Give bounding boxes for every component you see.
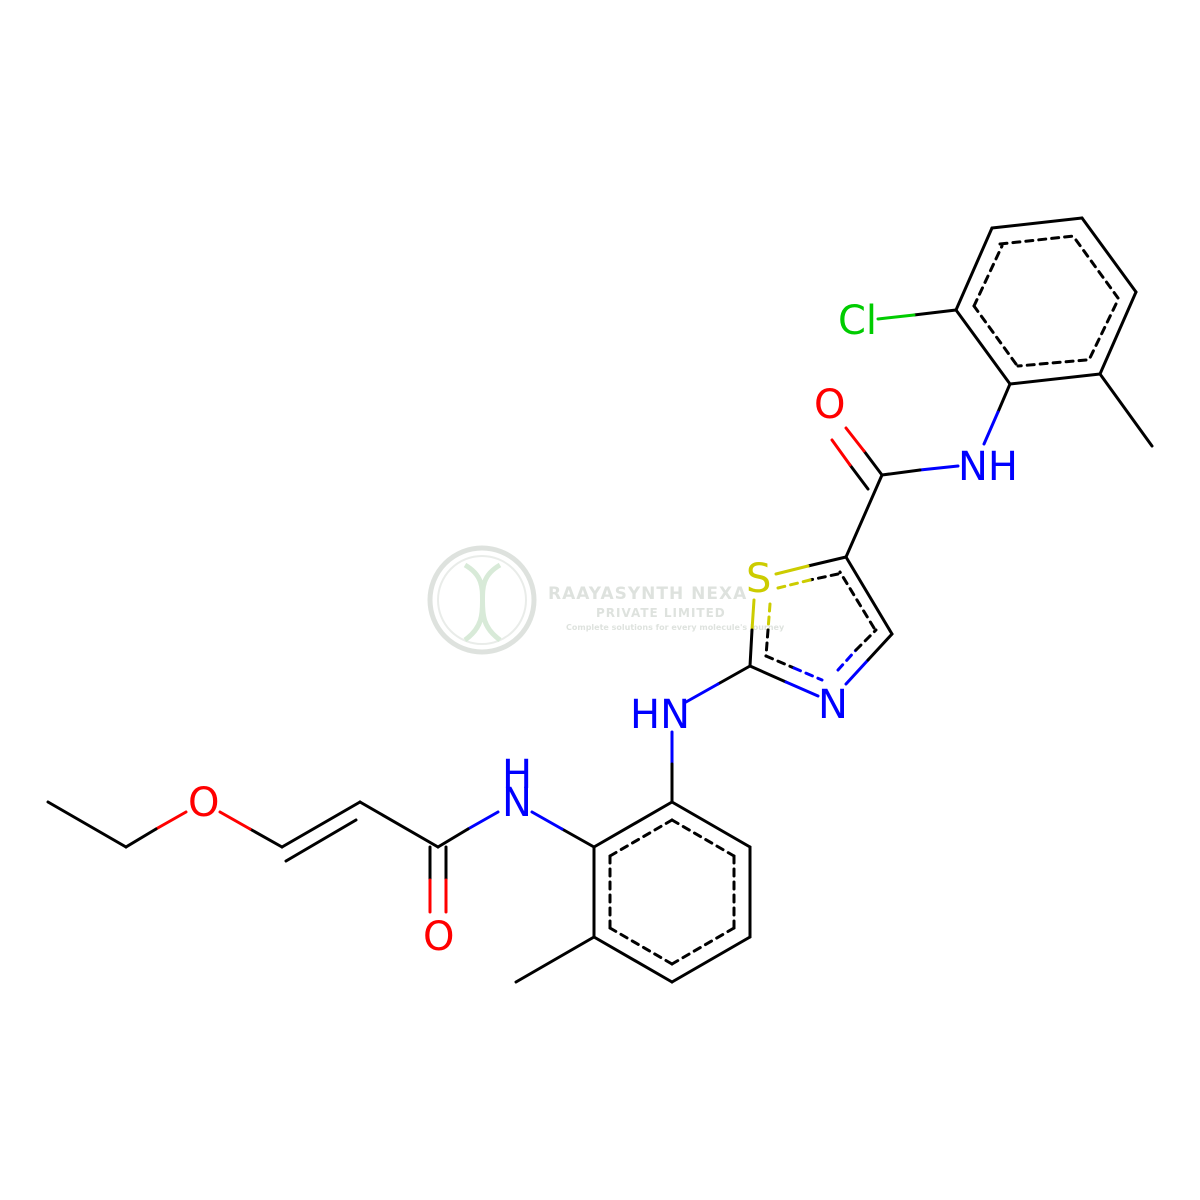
aromatic-bond (764, 654, 796, 670)
watermark-logo-ring (427, 545, 537, 655)
bond (848, 463, 870, 491)
bond (560, 827, 596, 849)
aromatic-bond (808, 572, 840, 582)
bond (996, 382, 1012, 414)
bond (954, 226, 994, 312)
bond (1098, 372, 1154, 448)
bond (748, 664, 788, 684)
aromatic-bond (1016, 358, 1088, 368)
bond (124, 827, 158, 849)
bond (912, 308, 958, 317)
bond (844, 555, 894, 636)
bond (514, 935, 596, 984)
bond (918, 464, 960, 472)
bond (784, 680, 820, 698)
bond (284, 818, 358, 863)
bond (806, 555, 848, 568)
aromatic-bond (608, 926, 674, 966)
atom-oxygen-bottom: O (423, 914, 454, 960)
atom-h-bottom: H (502, 752, 532, 798)
bond (46, 800, 128, 849)
bond (750, 598, 756, 632)
bond (866, 632, 894, 662)
bond (684, 682, 720, 704)
bond (880, 468, 922, 477)
bond (748, 628, 754, 668)
bond (154, 810, 188, 831)
bond (466, 810, 500, 831)
atom-n-bottom: N (502, 780, 532, 826)
aromatic-bond (838, 570, 876, 630)
bond (358, 800, 440, 849)
atom-oxygen-ether: O (188, 780, 219, 826)
aromatic-bond (608, 818, 674, 858)
aromatic-bond (998, 234, 1076, 246)
aromatic-bond (766, 602, 772, 632)
watermark-tagline: Complete solutions for every molecule's … (566, 623, 785, 632)
bond (436, 827, 470, 849)
bond (1098, 290, 1138, 376)
bond (990, 216, 1084, 230)
bond (670, 800, 752, 849)
aromatic-bond (670, 926, 736, 966)
watermark: RAAYASYNTH NEXA PRIVATE LIMITED Complete… (427, 545, 785, 655)
bond (830, 438, 852, 467)
bond (862, 449, 884, 477)
bond (954, 308, 1012, 386)
bond (592, 935, 674, 984)
aromatic-bond (972, 244, 1004, 308)
watermark-name: RAAYASYNTH NEXA (548, 584, 747, 604)
watermark-logo-inner (437, 555, 527, 645)
aromatic-bond (1074, 238, 1120, 300)
bond (592, 800, 674, 849)
aromatic-bond (792, 666, 824, 682)
bond (774, 564, 810, 576)
bond (280, 800, 362, 849)
bond (876, 313, 916, 321)
bond (844, 658, 870, 686)
bonds (46, 216, 1154, 984)
atom-hn-link: HN (630, 692, 690, 738)
aromatic-bond (670, 818, 736, 858)
bond (670, 935, 752, 984)
atom-labels: Cl O NH S N HN H N O O (188, 298, 1018, 960)
bond (1080, 216, 1138, 294)
bond (218, 810, 252, 831)
aromatic-bond (836, 648, 858, 672)
aromatic-bond (972, 304, 1018, 366)
bond (248, 827, 284, 849)
bond (844, 473, 884, 559)
bond (1008, 372, 1102, 386)
bond (844, 426, 866, 453)
bond (716, 664, 752, 686)
atom-nitrogen-ring: N (818, 682, 848, 728)
watermark-helix-icon (463, 562, 502, 643)
aromatic-bond (776, 578, 812, 590)
aromatic-bond (854, 628, 878, 652)
bond (530, 810, 564, 831)
atom-oxygen-top: O (814, 382, 845, 428)
aromatic-bond (764, 628, 770, 658)
atom-chlorine: Cl (838, 298, 877, 344)
aromatic-bond (1086, 302, 1118, 364)
watermark-subtitle: PRIVATE LIMITED (596, 606, 726, 620)
bond (982, 410, 1000, 446)
atom-sulfur: S (746, 556, 771, 602)
atom-nh-top: NH (958, 444, 1018, 490)
